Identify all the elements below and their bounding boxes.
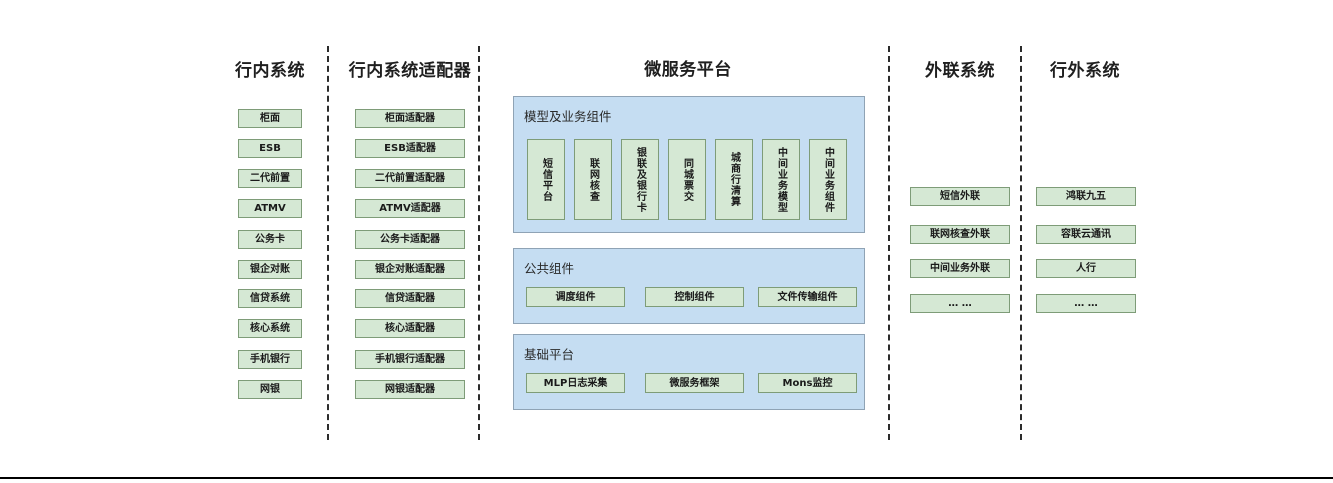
node-external-link-3[interactable]: … … [910,294,1010,313]
node-inner-system-3[interactable]: ATMV [238,199,302,218]
node-inner-adapter-6[interactable]: 信贷适配器 [355,289,465,308]
node-inner-adapter-3[interactable]: ATMV适配器 [355,199,465,218]
node-public-component-0[interactable]: 调度组件 [526,287,625,307]
node-inner-system-7[interactable]: 核心系统 [238,319,302,338]
panel-title-public-components: 公共组件 [524,261,575,276]
node-inner-adapter-1[interactable]: ESB适配器 [355,139,465,158]
node-model-component-3[interactable]: 同城票交 [668,139,706,220]
node-outside-bank-3[interactable]: … … [1036,294,1136,313]
node-inner-adapter-4[interactable]: 公务卡适配器 [355,230,465,249]
node-external-link-1[interactable]: 联网核查外联 [910,225,1010,244]
node-inner-adapter-8[interactable]: 手机银行适配器 [355,350,465,369]
node-base-platform-0[interactable]: MLP日志采集 [526,373,625,393]
node-inner-system-8[interactable]: 手机银行 [238,350,302,369]
node-model-component-0[interactable]: 短信平台 [527,139,565,220]
node-inner-adapter-5[interactable]: 银企对账适配器 [355,260,465,279]
node-outside-bank-0[interactable]: 鸿联九五 [1036,187,1136,206]
column-title-inner-system-adapters: 行内系统适配器 [348,61,472,81]
node-inner-system-9[interactable]: 网银 [238,380,302,399]
column-title-microservice-platform: 微服务平台 [644,60,732,80]
node-public-component-2[interactable]: 文件传输组件 [758,287,857,307]
node-inner-adapter-7[interactable]: 核心适配器 [355,319,465,338]
node-base-platform-1[interactable]: 微服务框架 [645,373,744,393]
node-model-component-5[interactable]: 中间业务模型 [762,139,800,220]
node-public-component-1[interactable]: 控制组件 [645,287,744,307]
node-inner-system-0[interactable]: 柜面 [238,109,302,128]
divider-3 [888,46,890,440]
bottom-divider [0,477,1333,479]
column-title-outside-bank-systems: 行外系统 [1050,61,1120,81]
node-external-link-2[interactable]: 中间业务外联 [910,259,1010,278]
divider-2 [478,46,480,440]
node-outside-bank-1[interactable]: 容联云通讯 [1036,225,1136,244]
node-base-platform-2[interactable]: Mons监控 [758,373,857,393]
node-inner-adapter-0[interactable]: 柜面适配器 [355,109,465,128]
node-inner-system-1[interactable]: ESB [238,139,302,158]
node-inner-adapter-9[interactable]: 网银适配器 [355,380,465,399]
column-title-inner-systems: 行内系统 [235,61,305,81]
node-inner-system-5[interactable]: 银企对账 [238,260,302,279]
panel-title-model-business-components: 模型及业务组件 [524,109,612,124]
divider-1 [327,46,329,440]
divider-4 [1020,46,1022,440]
node-inner-system-4[interactable]: 公务卡 [238,230,302,249]
node-model-component-6[interactable]: 中间业务组件 [809,139,847,220]
node-model-component-4[interactable]: 城商行清算 [715,139,753,220]
column-title-external-link-systems: 外联系统 [925,61,995,81]
node-outside-bank-2[interactable]: 人行 [1036,259,1136,278]
node-inner-system-6[interactable]: 信贷系统 [238,289,302,308]
node-inner-system-2[interactable]: 二代前置 [238,169,302,188]
panel-public-components [513,248,865,324]
node-model-component-1[interactable]: 联网核查 [574,139,612,220]
panel-title-base-platform: 基础平台 [524,347,575,362]
node-external-link-0[interactable]: 短信外联 [910,187,1010,206]
node-inner-adapter-2[interactable]: 二代前置适配器 [355,169,465,188]
node-model-component-2[interactable]: 银联及银行卡 [621,139,659,220]
panel-base-platform [513,334,865,410]
